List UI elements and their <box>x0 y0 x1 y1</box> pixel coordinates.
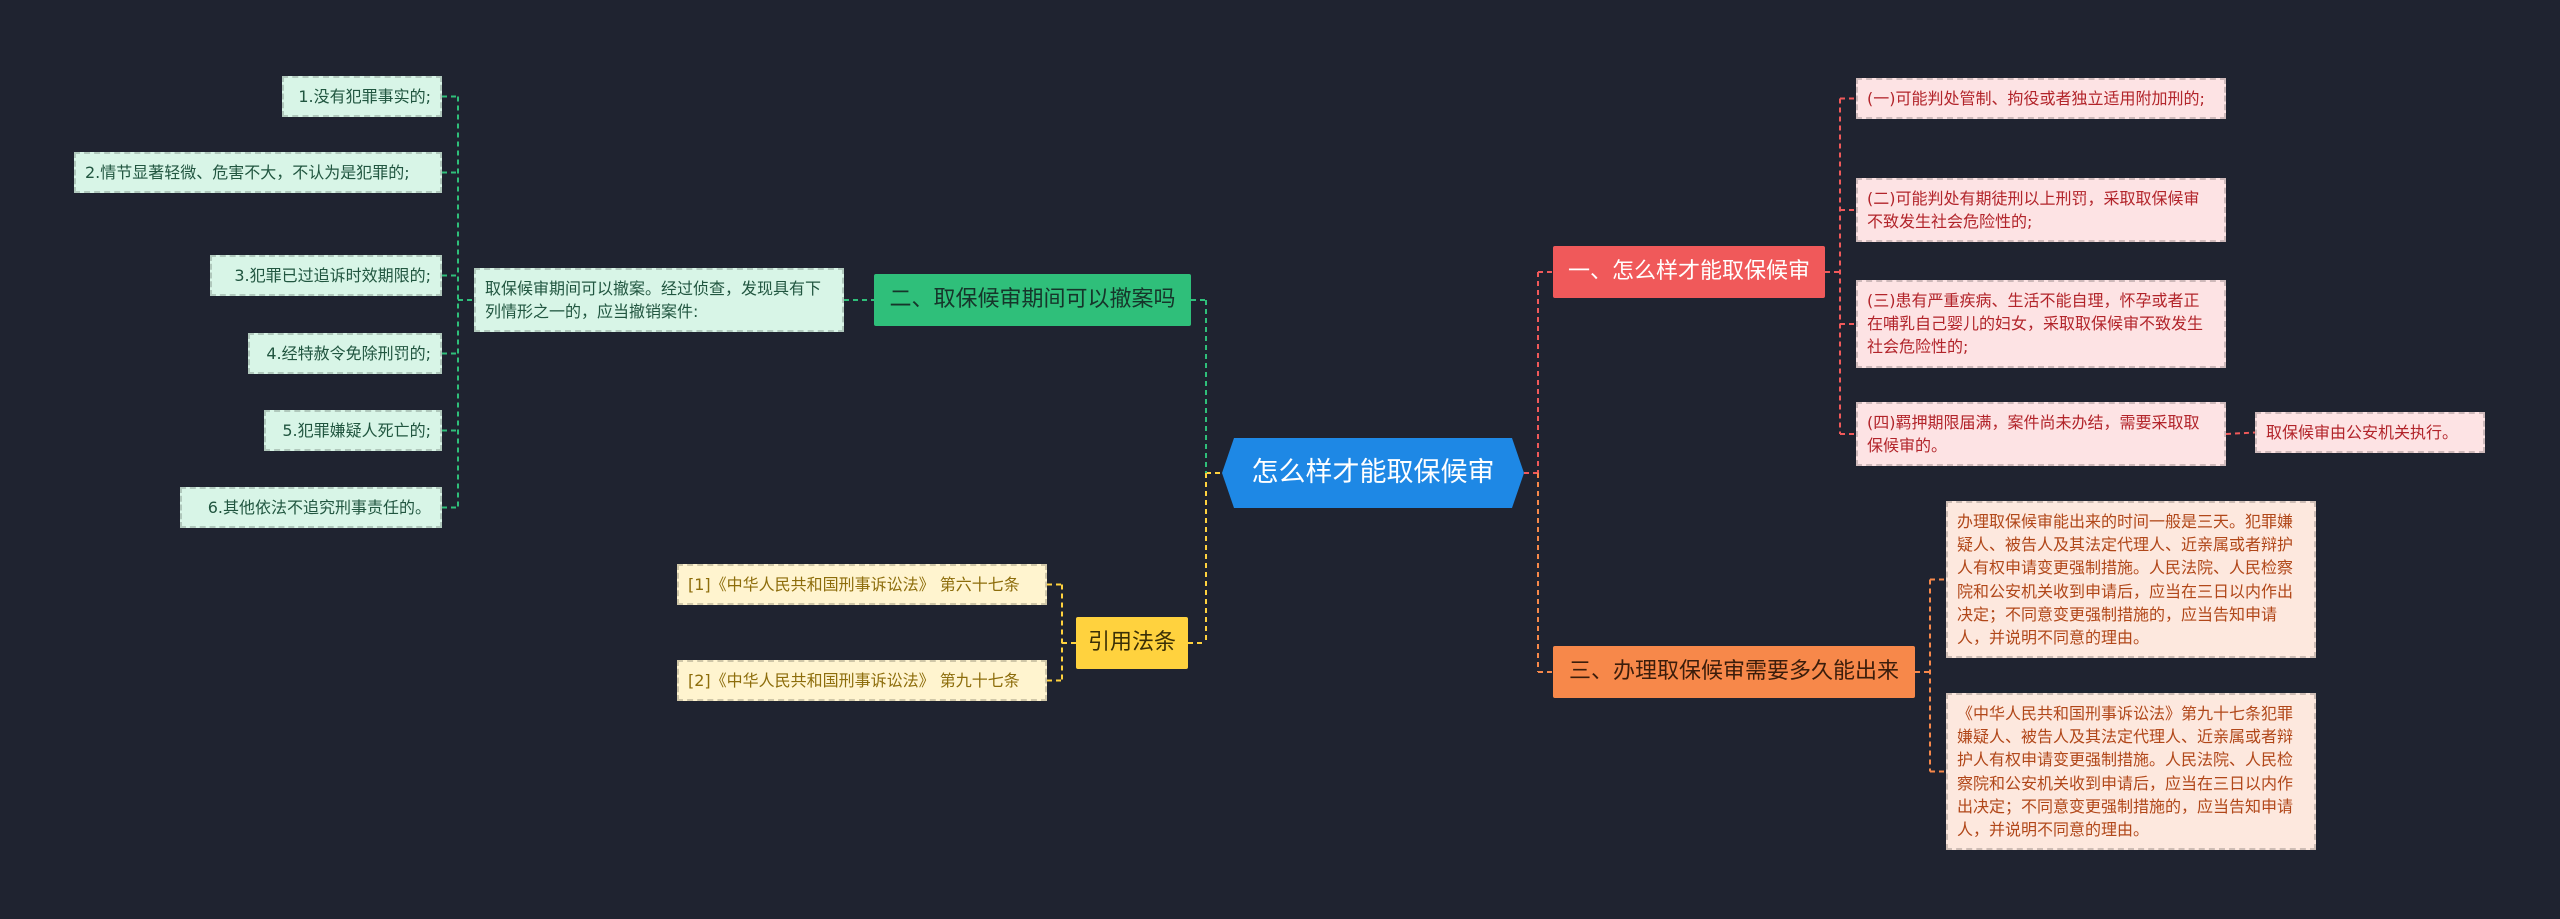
withdrawal-intro[interactable]: 取保候审期间可以撤案。经过侦查，发现具有下列情形之一的，应当撤销案件: <box>474 268 844 333</box>
bail-condition-1[interactable]: (一)可能判处管制、拘役或者独立适用附加刑的; <box>1856 78 2226 120</box>
withdrawal-condition-1[interactable]: 1.没有犯罪事实的; <box>282 76 442 118</box>
bail-executor-note[interactable]: 取保候审由公安机关执行。 <box>2255 412 2485 454</box>
bail-condition-4[interactable]: (四)羁押期限届满，案件尚未办结，需要采取取保候审的。 <box>1856 402 2226 467</box>
bail-condition-2[interactable]: (二)可能判处有期徒刑以上刑罚，采取取保候审不致发生社会危险性的; <box>1856 178 2226 243</box>
cited-law-2[interactable]: [2]《中华人民共和国刑事诉讼法》 第九十七条 <box>677 660 1047 702</box>
withdrawal-condition-2[interactable]: 2.情节显著轻微、危害不大，不认为是犯罪的; <box>74 152 442 194</box>
bail-condition-3[interactable]: (三)患有严重疾病、生活不能自理，怀孕或者正在哺乳自己婴儿的妇女，采取取保候审不… <box>1856 280 2226 368</box>
cited-law-1[interactable]: [1]《中华人民共和国刑事诉讼法》 第六十七条 <box>677 564 1047 606</box>
withdrawal-condition-3[interactable]: 3.犯罪已过追诉时效期限的; <box>210 255 442 297</box>
branch-bail-duration[interactable]: 三、办理取保候审需要多久能出来 <box>1553 646 1915 698</box>
b1-sub-link <box>2225 431 2256 435</box>
withdrawal-condition-6[interactable]: 6.其他依法不追究刑事责任的。 <box>180 487 442 529</box>
central-topic[interactable]: 怎么样才能取保候审 <box>1222 438 1524 508</box>
withdrawal-condition-4[interactable]: 4.经特赦令免除刑罚的; <box>248 333 442 375</box>
branch-case-withdrawal[interactable]: 二、取保候审期间可以撤案吗 <box>874 274 1191 326</box>
withdrawal-condition-5[interactable]: 5.犯罪嫌疑人死亡的; <box>264 410 442 452</box>
branch-cited-laws[interactable]: 引用法条 <box>1076 617 1188 669</box>
duration-explanation[interactable]: 办理取保候审能出来的时间一般是三天。犯罪嫌疑人、被告人及其法定代理人、近亲属或者… <box>1946 501 2316 659</box>
duration-law-article-97[interactable]: 《中华人民共和国刑事诉讼法》第九十七条犯罪嫌疑人、被告人及其法定代理人、近亲属或… <box>1946 693 2316 851</box>
branch-how-to-get-bail[interactable]: 一、怎么样才能取保候审 <box>1553 246 1825 298</box>
